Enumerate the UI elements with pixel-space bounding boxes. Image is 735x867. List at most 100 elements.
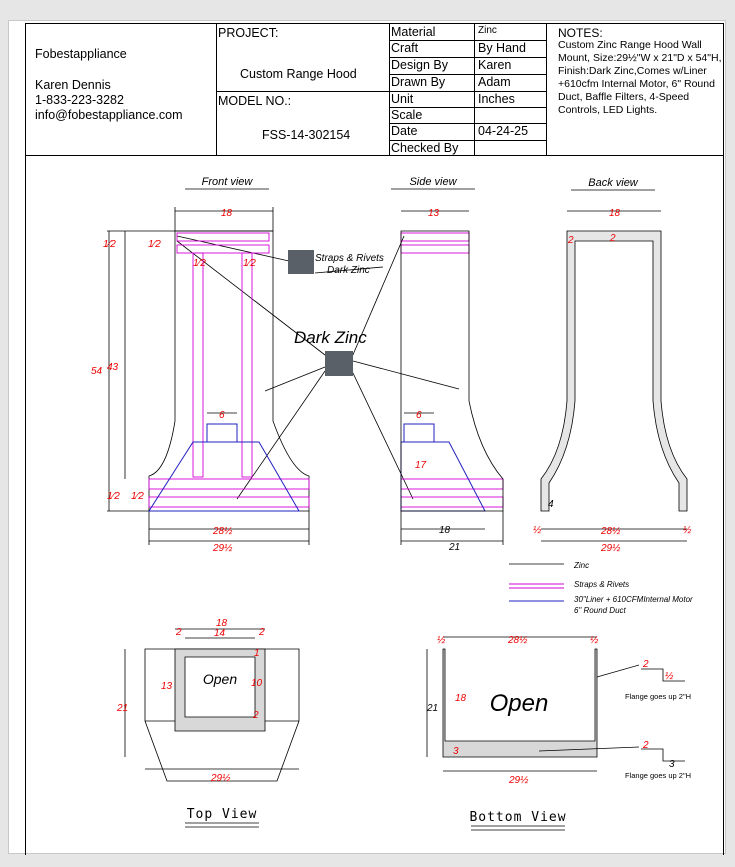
tb-row-line <box>389 140 546 141</box>
dim-bottom-left: ½ <box>437 635 446 646</box>
callout-straps-finish: Dark Zinc <box>327 265 370 276</box>
dim-flange-c: 2 <box>642 740 649 751</box>
top-view-frame <box>174 648 266 732</box>
side-strap-top <box>400 232 470 242</box>
spec-value: Adam <box>478 75 511 89</box>
spec-value: Zinc <box>478 25 497 36</box>
spec-key: Drawn By <box>391 75 446 89</box>
leader-finish <box>351 235 405 358</box>
dim-side-top: 13 <box>428 208 440 219</box>
dim-front-a: 1⁄2 <box>103 239 116 250</box>
leader-finish <box>264 366 326 392</box>
finish-swatch-body <box>325 351 353 376</box>
front-hood-outline <box>148 230 310 512</box>
legend-zinc: Zinc <box>573 561 589 570</box>
leader-finish <box>352 360 460 390</box>
leader-finish <box>236 370 326 500</box>
dim-flange-d: 3 <box>669 759 675 770</box>
front-strap-top <box>176 232 270 242</box>
flange-note-1: Flange goes up 2"H <box>625 692 691 701</box>
tb-row-line <box>389 74 546 75</box>
tb-row-line <box>389 91 546 92</box>
dim-flange-b: ½ <box>665 671 674 682</box>
front-strap-right <box>241 252 253 478</box>
back-hood-outline <box>540 230 688 512</box>
tb-bottom-line <box>25 155 724 156</box>
dim-side-base-1: 18 <box>439 525 451 536</box>
dim-back-base-2: 29½ <box>600 543 621 554</box>
leader-straps <box>314 266 384 274</box>
spec-value: 04-24-25 <box>478 124 529 138</box>
callout-straps: Straps & Rivets <box>315 253 384 264</box>
top-view-title: Top View <box>187 807 258 822</box>
tb-divider-2 <box>389 24 390 156</box>
front-strap-top-2 <box>176 244 270 254</box>
dim-top-inner: 14 <box>214 628 226 639</box>
top-open-label: Open <box>203 671 237 687</box>
front-view-title: Front view <box>202 176 254 188</box>
side-duct <box>403 423 435 443</box>
side-strap-bottom <box>400 478 504 490</box>
tb-row-line <box>389 57 546 58</box>
dim-flange-a: 2 <box>642 659 649 670</box>
dim-top-inner-h: 13 <box>161 681 173 692</box>
side-liner <box>400 441 486 512</box>
tb-divider-3 <box>474 24 475 156</box>
leader-straps <box>176 235 290 262</box>
spec-value: Inches <box>478 92 515 106</box>
spec-key: Scale <box>391 108 423 122</box>
back-view-title: Back view <box>588 177 639 189</box>
dim-bottom-mid: 28½ <box>507 635 528 646</box>
dim-back-bottom: 4 <box>548 499 554 510</box>
model-value: FSS-14-302154 <box>262 128 351 142</box>
dim-side-duct: 6 <box>416 410 422 421</box>
dim-top-w: 18 <box>216 618 228 629</box>
drawing-canvas: Front view Side view Back view Top View … <box>91 176 693 831</box>
flange-note-2: Flange goes up 2"H <box>625 771 691 780</box>
front-strap-bottom <box>148 478 310 490</box>
company-name: Fobestappliance <box>35 47 127 61</box>
top-view-outline <box>144 648 300 782</box>
dim-front-duct: 6 <box>219 410 225 421</box>
dim-front-body-h: 43 <box>107 362 119 373</box>
flange-detail-1 <box>641 668 685 682</box>
spec-value: By Hand <box>478 41 526 55</box>
dim-back-br: ½ <box>683 525 692 536</box>
bottom-view-title: Bottom View <box>469 810 566 825</box>
dim-top-depth: 21 <box>116 703 128 714</box>
flange-detail-2 <box>641 748 685 762</box>
dim-back-base-1: 28½ <box>600 526 621 537</box>
dim-front-bot-b: 1⁄2 <box>131 491 144 502</box>
side-hood-outline <box>400 230 504 512</box>
dim-front-b: 1⁄2 <box>148 239 161 250</box>
tb-divider-1 <box>216 24 217 156</box>
drawing-sheet: Fobestappliance Karen Dennis 1-833-223-3… <box>8 20 726 855</box>
dim-top-rear: 1 <box>254 648 260 659</box>
legend-duct: 6" Round Duct <box>574 606 627 615</box>
flange-leader <box>596 664 640 678</box>
side-strap-bottom-2 <box>400 496 504 508</box>
dim-front-top: 18 <box>221 208 233 219</box>
side-strap-top-2 <box>400 244 470 254</box>
side-view-title: Side view <box>409 176 457 188</box>
model-label: MODEL NO.: <box>218 94 292 108</box>
sheet-frame <box>25 23 724 855</box>
spec-key: Checked By <box>391 141 459 155</box>
dim-top-base: 29½ <box>210 773 231 784</box>
dim-back-right: 2 <box>609 233 616 244</box>
dim-bottom-depth: 21 <box>426 703 438 714</box>
dim-front-strap-a: 1⁄2 <box>193 258 206 269</box>
dim-side-base-2: 21 <box>448 542 460 553</box>
notes-heading: NOTES: <box>558 26 603 40</box>
notes-block: NOTES: Custom Zinc Range Hood Wall Mount… <box>558 26 723 117</box>
dim-side-liner: 17 <box>415 460 427 471</box>
bottom-open-label: Open <box>490 690 549 717</box>
project-value: Custom Range Hood <box>240 67 357 81</box>
finish-swatch-straps <box>288 250 314 274</box>
tb-row-line <box>389 40 546 41</box>
bottom-view-shell <box>442 648 598 758</box>
project-label: PROJECT: <box>218 26 279 40</box>
spec-key: Craft <box>391 41 419 55</box>
title-block: Fobestappliance Karen Dennis 1-833-223-3… <box>25 23 724 156</box>
tb-divider-4 <box>546 24 547 156</box>
